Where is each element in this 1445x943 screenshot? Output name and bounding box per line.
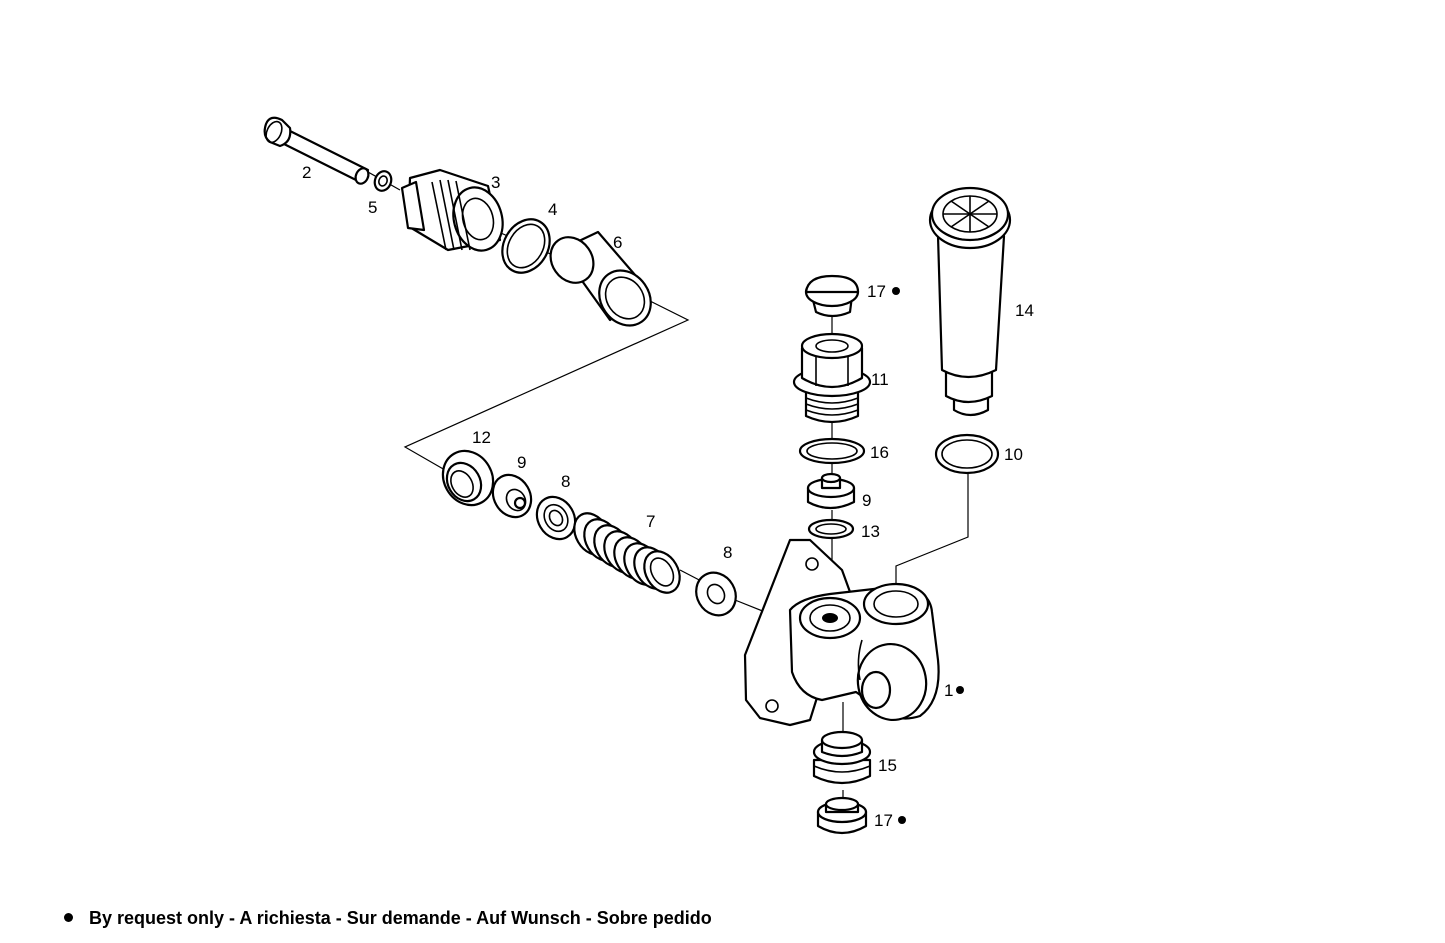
part-6-sleeve	[549, 230, 652, 327]
label-part-8-right: 8	[723, 543, 732, 562]
part-9-valve-left	[491, 473, 533, 519]
label-part-4: 4	[548, 200, 557, 219]
part-9-valve-top	[806, 472, 856, 510]
label-part-16: 16	[870, 443, 889, 462]
label-part-15: 15	[878, 756, 897, 775]
label-part-17-top: 17	[867, 282, 886, 301]
footnote: By request only - A richiesta - Sur dema…	[64, 908, 712, 929]
bullet-icon	[64, 912, 73, 922]
part-8-washer-right	[695, 571, 737, 617]
part-15-plug	[812, 730, 872, 785]
part-17-cap-bottom	[816, 796, 868, 835]
request-only-marker	[892, 287, 900, 295]
part-16-washer	[798, 437, 866, 465]
label-part-5: 5	[368, 198, 377, 217]
part-10-o-ring	[934, 433, 1000, 475]
label-part-9-top: 9	[862, 491, 871, 510]
part-3-threaded-cap	[400, 168, 504, 252]
part-14-filter	[928, 186, 1012, 417]
request-only-marker	[898, 816, 906, 824]
part-4-o-ring	[501, 218, 551, 274]
label-part-3: 3	[491, 173, 500, 192]
label-part-9-left: 9	[517, 453, 526, 472]
label-part-10: 10	[1004, 445, 1023, 464]
label-part-8-left: 8	[561, 472, 570, 491]
label-part-17-bottom: 17	[874, 811, 893, 830]
part-8-washer-left	[535, 495, 577, 541]
part-17-cap-top	[804, 274, 860, 318]
label-part-7: 7	[646, 512, 655, 531]
part-11-hex-fitting	[792, 332, 872, 424]
label-part-6: 6	[613, 233, 622, 252]
part-labels: 2 5 3 4 6 12 9 8 7 8 17 14 11 16 10 9 13…	[302, 163, 1034, 830]
label-part-11: 11	[871, 370, 889, 389]
label-part-13: 13	[861, 522, 880, 541]
part-1-pump-body	[743, 538, 940, 727]
label-part-1: 1	[944, 681, 953, 700]
part-2-pin	[263, 116, 370, 185]
footnote-text: By request only - A richiesta - Sur dema…	[89, 908, 712, 928]
part-5-small-o-ring	[373, 170, 393, 192]
label-part-2: 2	[302, 163, 311, 182]
part-13-small-ring	[807, 518, 855, 540]
label-part-12: 12	[472, 428, 491, 447]
part-12-seal	[441, 449, 495, 507]
part-7-spring	[573, 512, 681, 594]
request-only-marker	[956, 686, 964, 694]
label-part-14: 14	[1015, 301, 1034, 320]
